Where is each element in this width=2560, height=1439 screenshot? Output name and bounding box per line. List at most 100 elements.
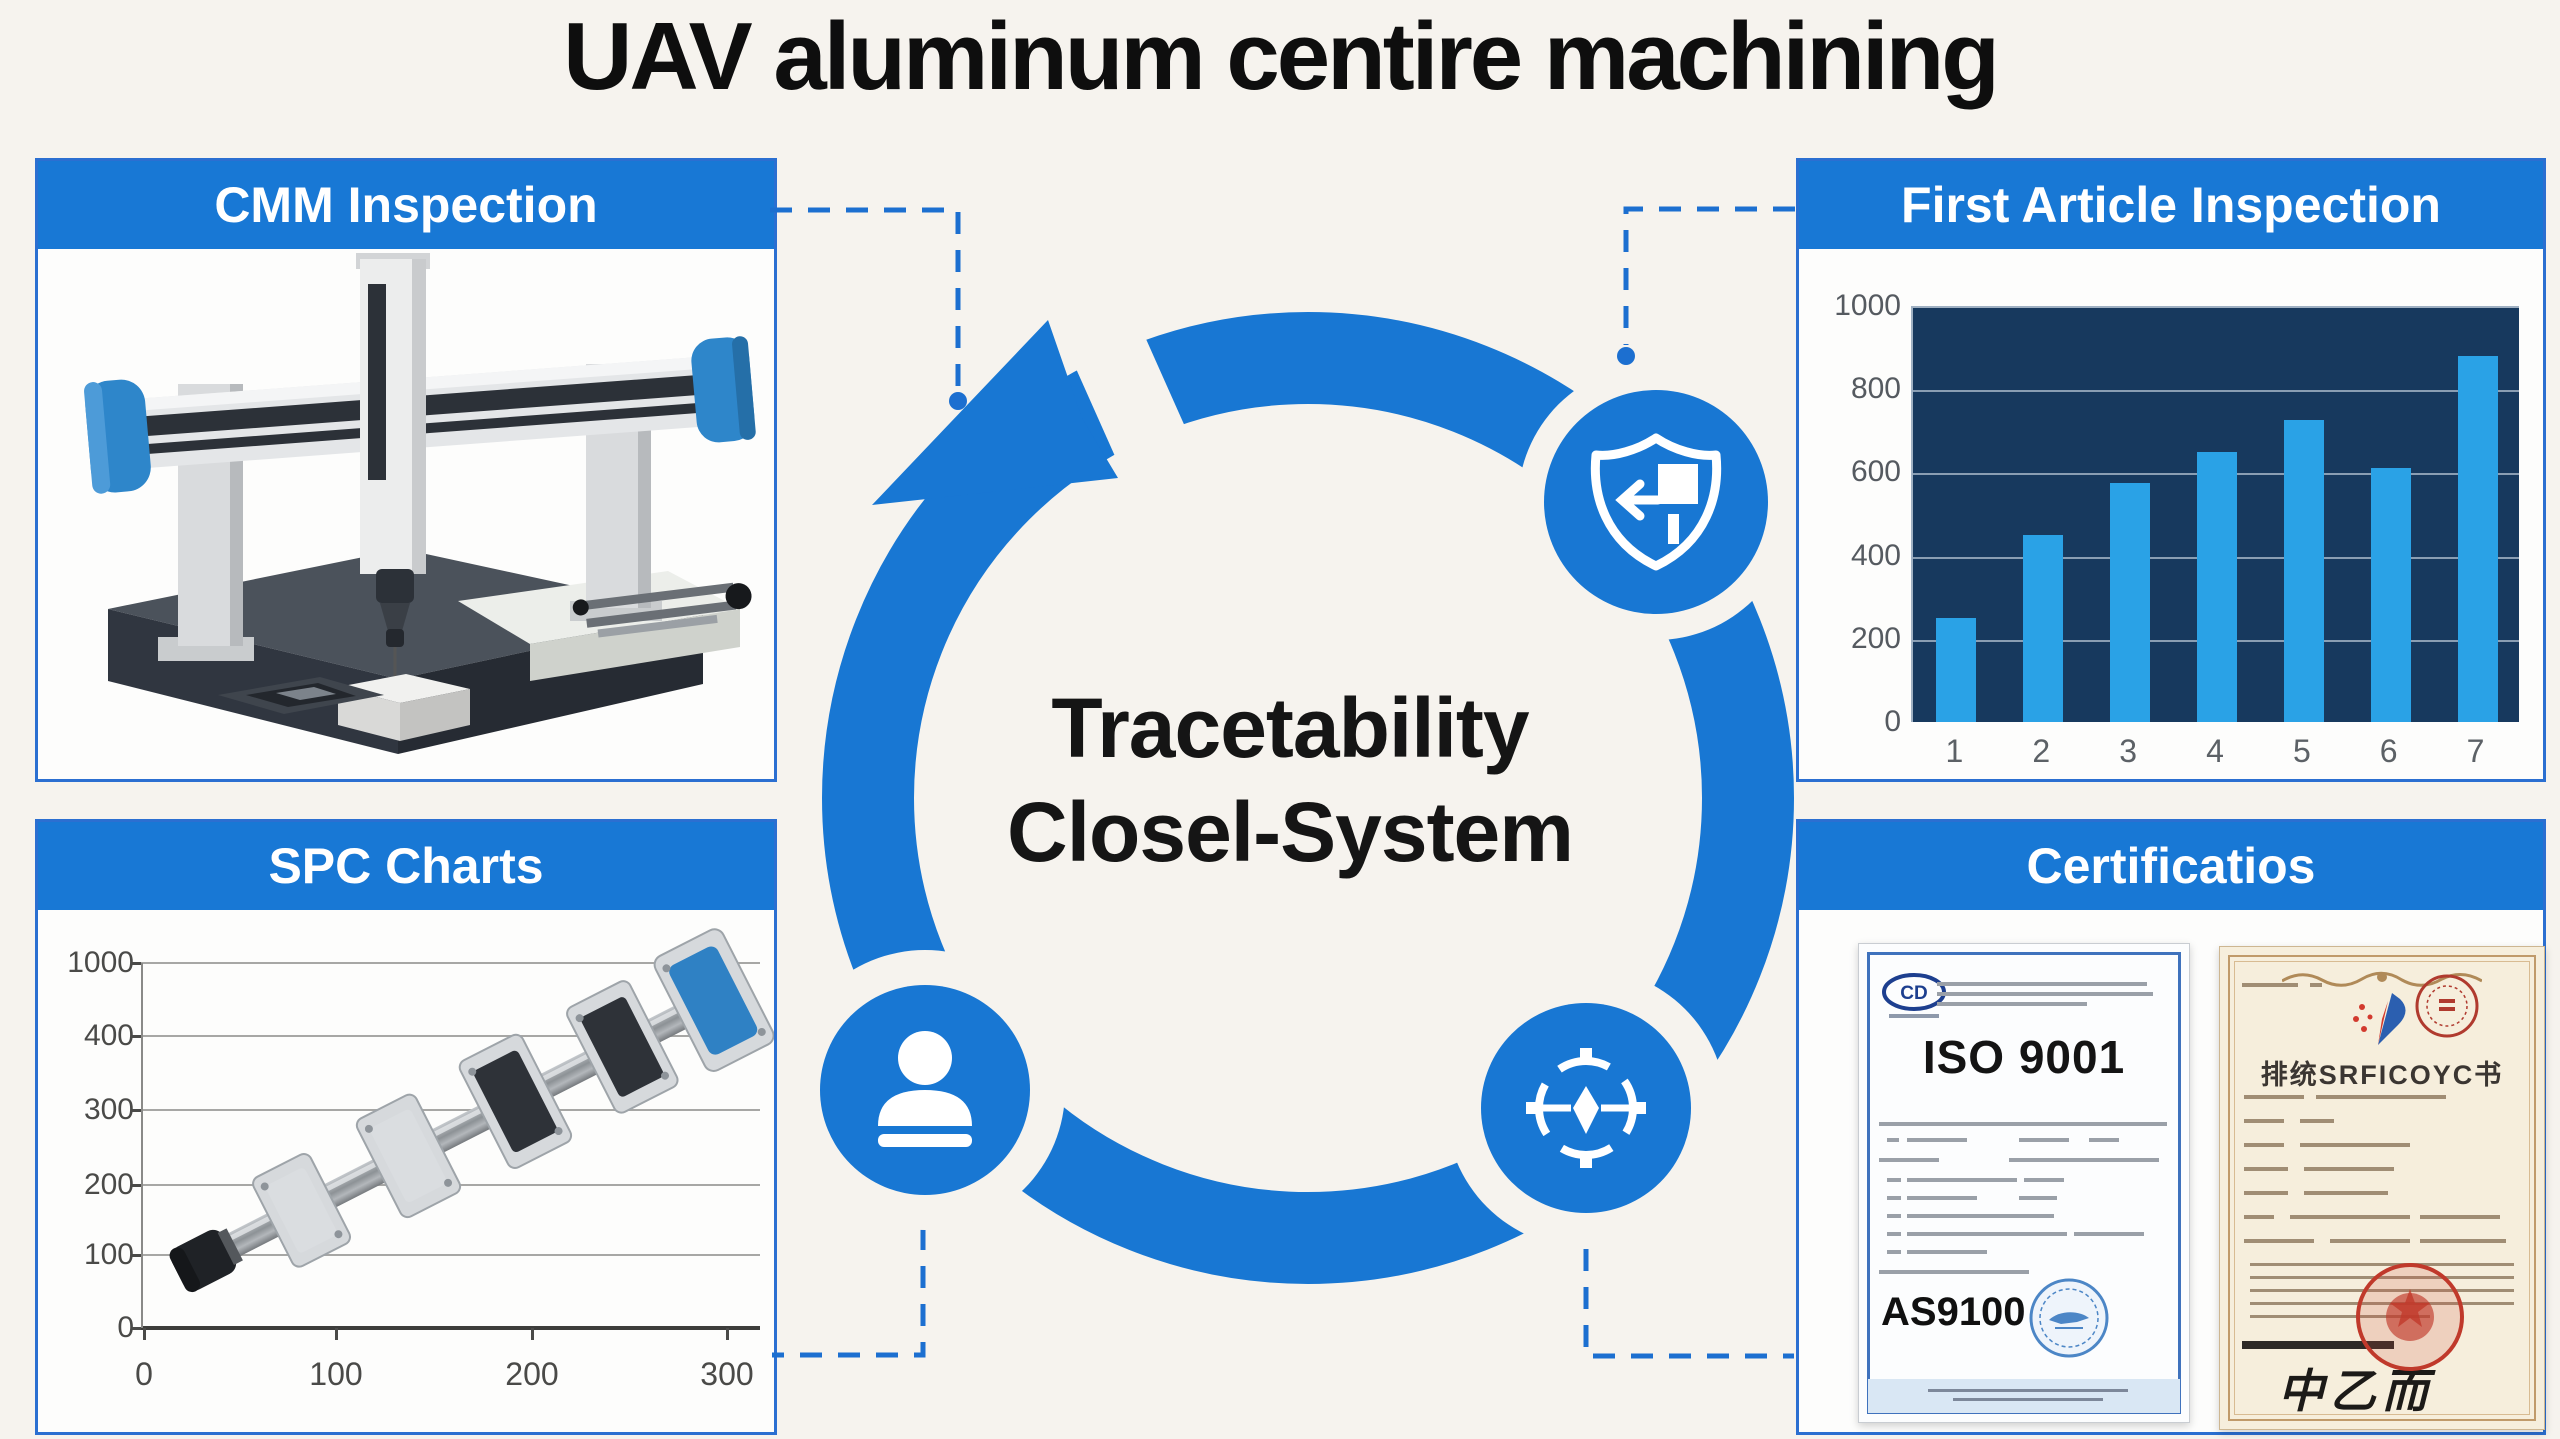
spc-ytickmark-100 <box>131 1254 141 1257</box>
cycle-center-line1: Tracetability <box>1051 681 1529 775</box>
decorative-bar <box>2074 1232 2144 1236</box>
decorative-bar <box>1887 1196 1901 1200</box>
panel-cmm-header: CMM Inspection <box>38 161 774 249</box>
chinese-certificate-title: 排统SRFICOYC书 <box>2260 1060 2504 1090</box>
iso-logo-text: CD <box>1900 983 1927 1004</box>
bearing-block-2 <box>355 1093 462 1219</box>
decorative-bar <box>2244 1191 2288 1195</box>
spc-ytickmark-300 <box>131 1109 141 1112</box>
bar-2 <box>2023 534 2064 722</box>
decorative-bar <box>2242 983 2298 987</box>
decorative-bar <box>2304 1191 2388 1195</box>
decorative-bar <box>2089 1138 2119 1142</box>
spc-xtick-100: 100 <box>309 1356 363 1392</box>
bar-7 <box>2457 355 2498 722</box>
fai-xtick-2: 2 <box>2032 733 2051 769</box>
spc-ytick-200: 200 <box>83 1168 134 1201</box>
fai-ytick-400: 400 <box>1850 538 1901 572</box>
panel-spc-header: SPC Charts <box>38 822 774 910</box>
spc-gridline-100 <box>141 1254 760 1256</box>
spc-xtickmark-300 <box>726 1328 729 1340</box>
decorative-bar <box>2024 1178 2064 1182</box>
decorative-bar <box>1887 1178 1901 1182</box>
chinese-certificate: 排统SRFICOYC书 中乙而 <box>2219 946 2545 1430</box>
fai-ytick-800: 800 <box>1850 372 1901 406</box>
fai-ytick-1000: 1000 <box>1834 289 1901 322</box>
decorative-bar <box>2250 1289 2514 1292</box>
decorative-bar <box>2250 1302 2514 1305</box>
fai-xtick-3: 3 <box>2119 733 2138 769</box>
connector-top-right <box>1623 206 1795 345</box>
spc-ytickmark-1000 <box>131 962 141 965</box>
red-stamp-icon <box>2415 974 2479 1038</box>
decorative-bar <box>2420 1239 2506 1243</box>
fai-xtick-6: 6 <box>2379 733 2398 769</box>
decorative-bar <box>2244 1167 2288 1171</box>
fai-bar-chart-plot <box>1911 306 2519 722</box>
fai-ytick-200: 200 <box>1850 621 1901 655</box>
spc-ytick-400: 400 <box>83 1019 134 1052</box>
fai-ytick-0: 0 <box>1884 705 1901 738</box>
decorative-bar <box>1937 992 2153 996</box>
decorative-bar <box>1879 1158 1939 1162</box>
certificate-heading-bar <box>2242 1341 2394 1349</box>
bearing-block-5 <box>653 928 774 1072</box>
connector-bottom-right <box>1583 1249 1794 1359</box>
fai-xtick-7: 7 <box>2466 733 2485 769</box>
fai-ytick-600: 600 <box>1850 455 1901 489</box>
decorative-bar <box>1887 1250 1901 1254</box>
spc-gridline-400 <box>141 1035 760 1037</box>
decorative-bar <box>2290 1215 2410 1219</box>
decorative-bar <box>2250 1263 2514 1266</box>
decorative-bar <box>1907 1250 1987 1254</box>
page-title: UAV aluminum centire machining <box>563 3 2000 110</box>
decorative-bar <box>2300 1143 2410 1147</box>
iso-certificate-footer-band <box>1868 1379 2180 1413</box>
spc-ytick-100: 100 <box>83 1238 134 1271</box>
decorative-bar <box>1887 1214 1901 1218</box>
spc-ytickmark-0 <box>131 1327 141 1330</box>
person-icon <box>820 985 1030 1195</box>
bar-6 <box>2370 468 2411 722</box>
decorative-bar <box>2316 1095 2446 1099</box>
as9100-label: AS9100 <box>1881 1290 2026 1334</box>
ornate-flourish <box>2282 971 2482 987</box>
decorative-bar <box>2009 1158 2159 1162</box>
panel-cert-header: Certificatios <box>1799 822 2543 910</box>
spc-ytick-0: 0 <box>117 1311 134 1344</box>
decorative-bar <box>1907 1214 2037 1218</box>
spc-xtickmark-200 <box>531 1328 534 1340</box>
decorative-bar <box>2244 1119 2284 1123</box>
shaft-assembly-illustration <box>169 928 774 1293</box>
bearing-block-4 <box>566 980 679 1114</box>
cmm-machine-illustration <box>84 253 756 754</box>
decorative-bar <box>1887 1232 1901 1236</box>
panel-certifications: Certificatios CD ISO 9001 AS9100 <box>1796 819 2546 1435</box>
cycle-center-line2: Closel-System <box>1007 785 1574 879</box>
decorative-bar <box>1907 1232 2067 1236</box>
bar-5 <box>2283 420 2324 722</box>
spc-gridline-0 <box>141 1326 760 1330</box>
shield-check-icon <box>1544 390 1768 614</box>
decorative-bar <box>2330 1239 2410 1243</box>
panel-cmm-inspection: CMM Inspection <box>35 158 777 782</box>
decorative-bar <box>2024 1214 2054 1218</box>
certificate-logo-icon <box>2353 993 2406 1045</box>
decorative-bar <box>1937 982 2147 986</box>
iso-certificate: CD ISO 9001 AS9100 <box>1858 943 2190 1423</box>
spc-xtickmark-0 <box>143 1328 146 1340</box>
spc-ytick-300: 300 <box>83 1093 134 1126</box>
spc-ytick-1000: 1000 <box>67 946 134 979</box>
bar-4 <box>2197 451 2237 722</box>
spc-ytickmark-200 <box>131 1184 141 1187</box>
spc-xtickmark-100 <box>335 1328 338 1340</box>
decorative-bar <box>1907 1138 1967 1142</box>
cycle-ring <box>822 312 1794 1284</box>
signature: 中乙而 <box>2278 1365 2434 1417</box>
connector-top-left <box>770 207 961 392</box>
decorative-bar <box>1887 1138 1899 1142</box>
decorative-bar <box>2250 1315 2430 1318</box>
bearing-block-1 <box>252 1153 352 1268</box>
